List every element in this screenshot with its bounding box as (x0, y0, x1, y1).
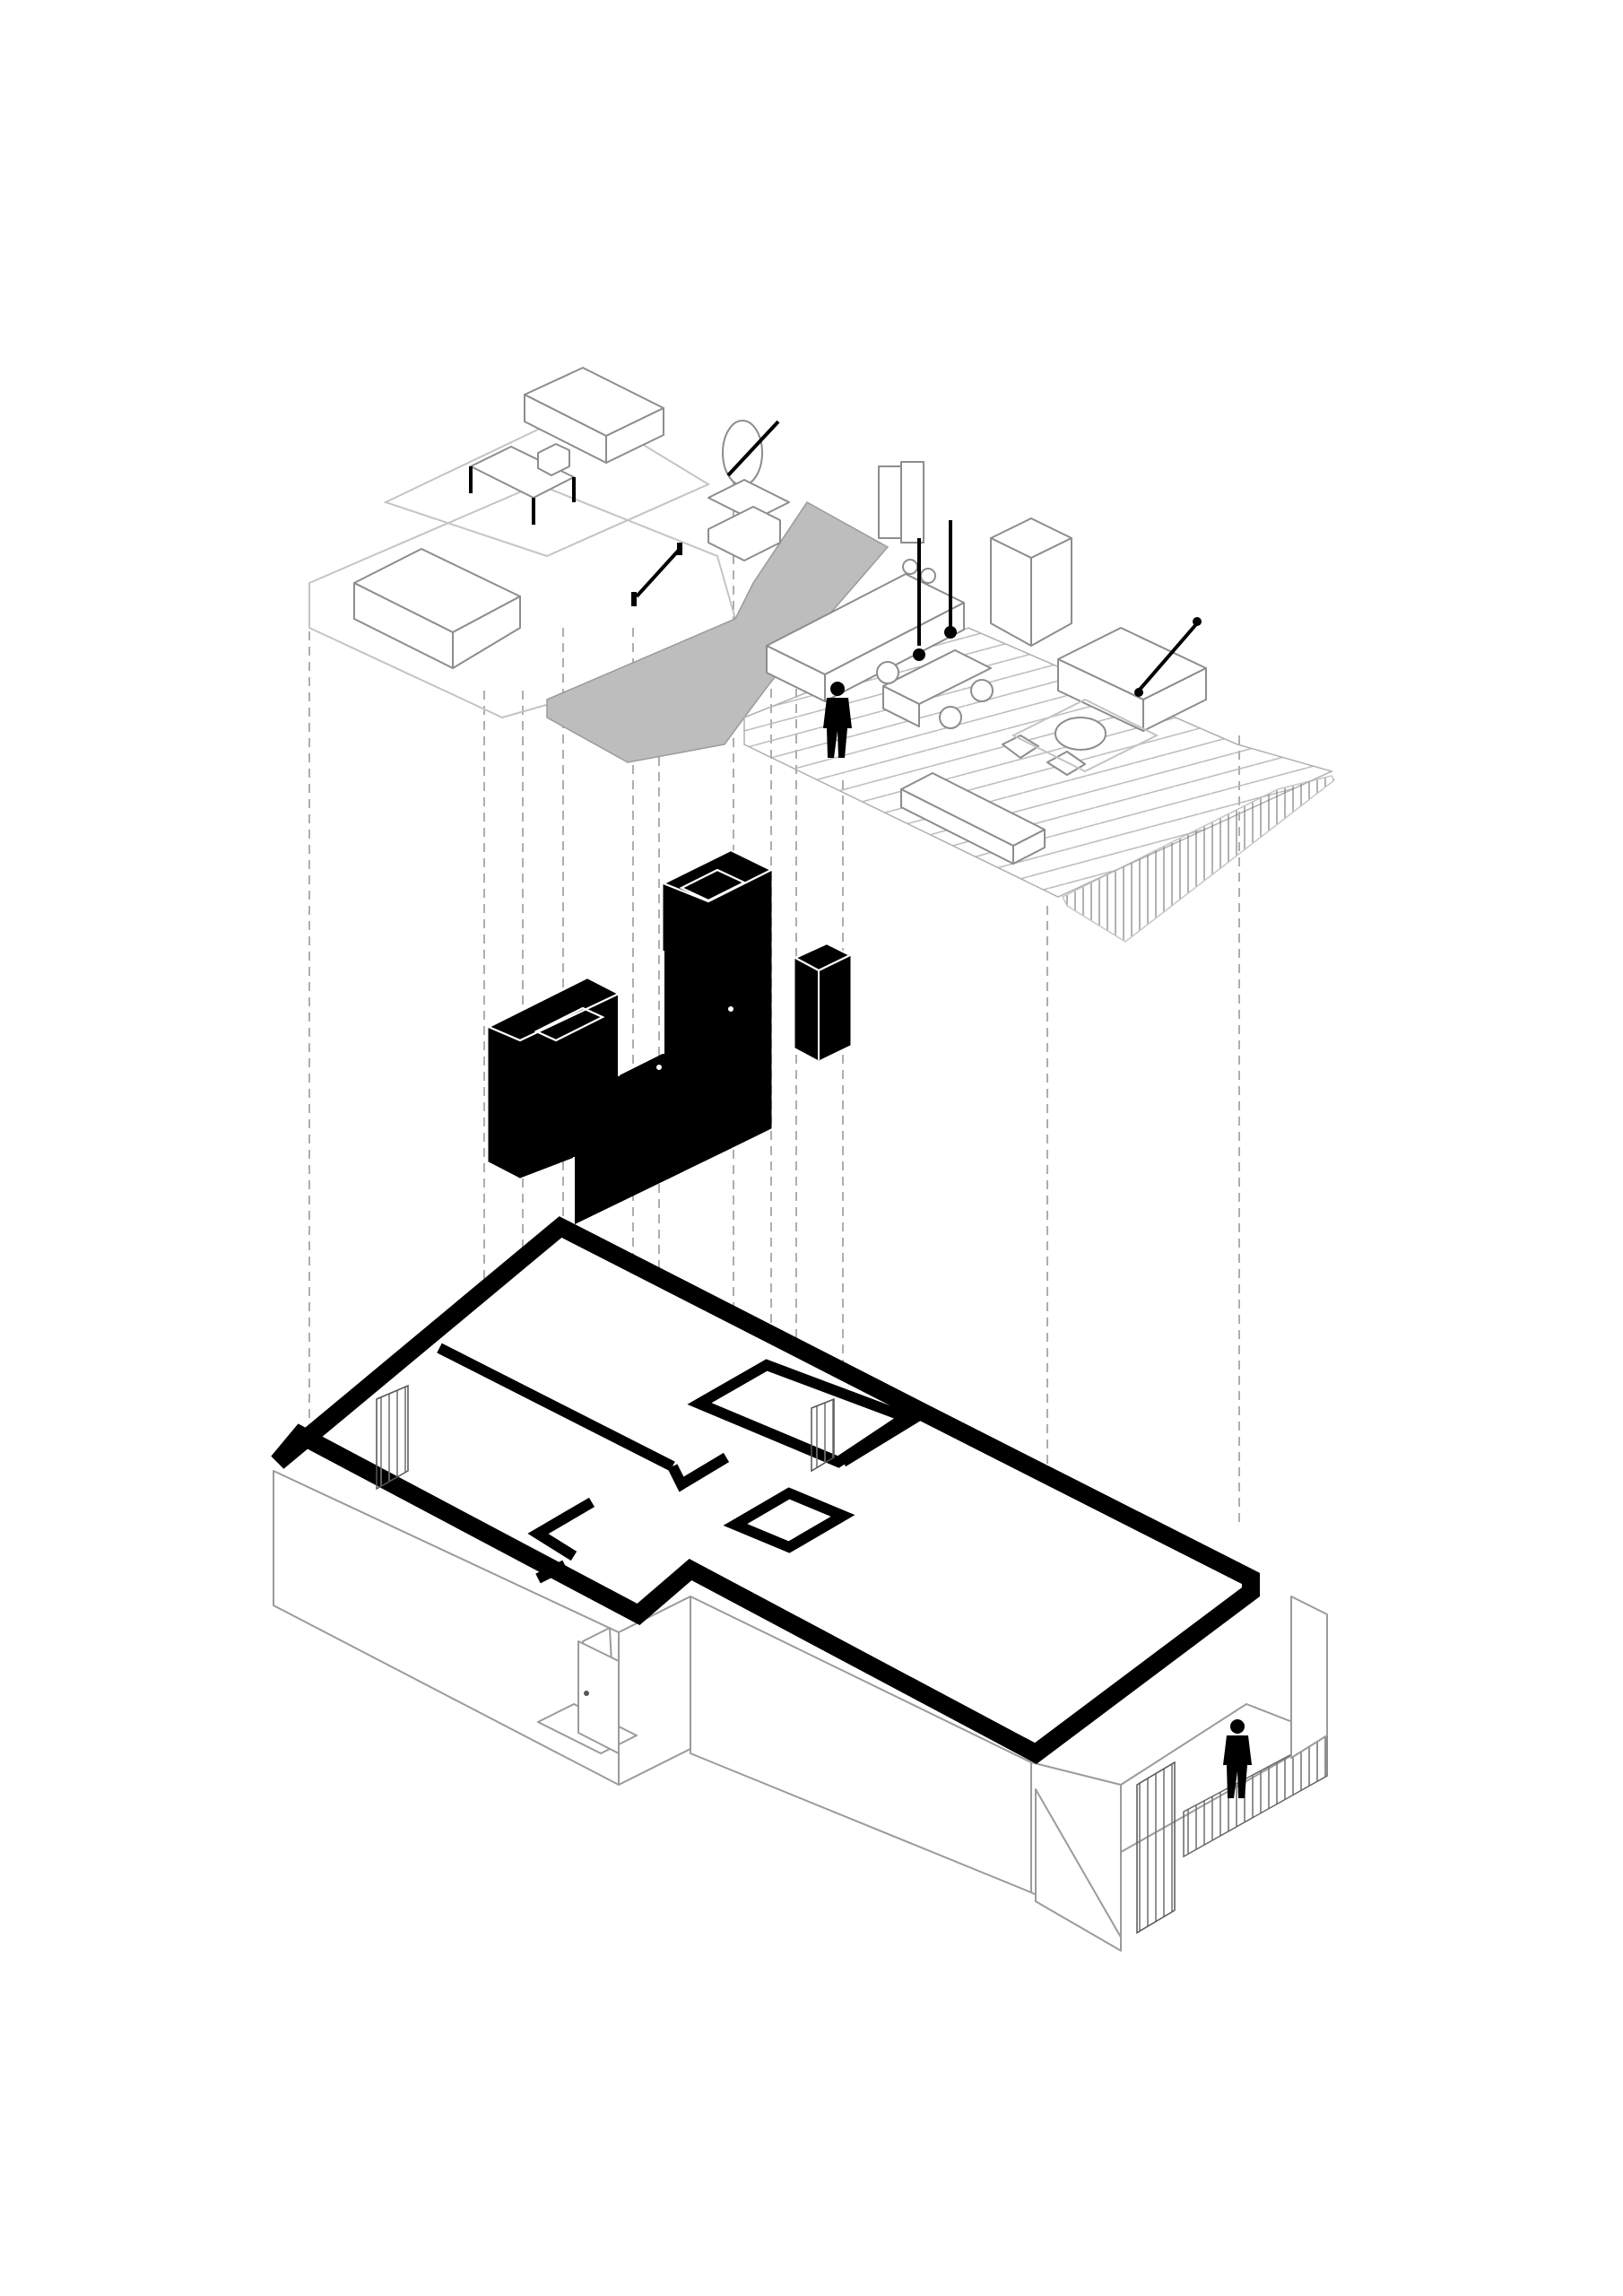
storage-block-small (793, 942, 853, 1061)
kitchen-counter (766, 461, 965, 702)
bed-lower (353, 548, 521, 669)
interior-partitions (437, 1343, 927, 1584)
radiator-left (376, 1384, 409, 1491)
tv-console (900, 772, 1046, 865)
balcony-railing (1183, 1734, 1328, 1858)
furniture-level (308, 367, 1335, 943)
person-silhouette-icon (1223, 1719, 1252, 1798)
storage-block-main (486, 848, 774, 1225)
sofa (1057, 617, 1207, 732)
shaded-floor (546, 501, 890, 763)
entrance-door (577, 1640, 620, 1754)
bed-upper (524, 367, 664, 464)
fridge-unit (990, 517, 1072, 647)
dining-table (876, 520, 994, 729)
desk (469, 443, 576, 525)
pendant-lamp-icon (913, 648, 925, 661)
balcony (1035, 1596, 1328, 1952)
person-silhouette-icon (823, 682, 852, 758)
black-storage-volumes (486, 848, 853, 1225)
balcony-screen (1136, 1761, 1176, 1935)
floor-plan-shell (271, 1216, 1328, 1952)
balcony-deck (1061, 775, 1335, 943)
radiator-bath (811, 1397, 835, 1473)
